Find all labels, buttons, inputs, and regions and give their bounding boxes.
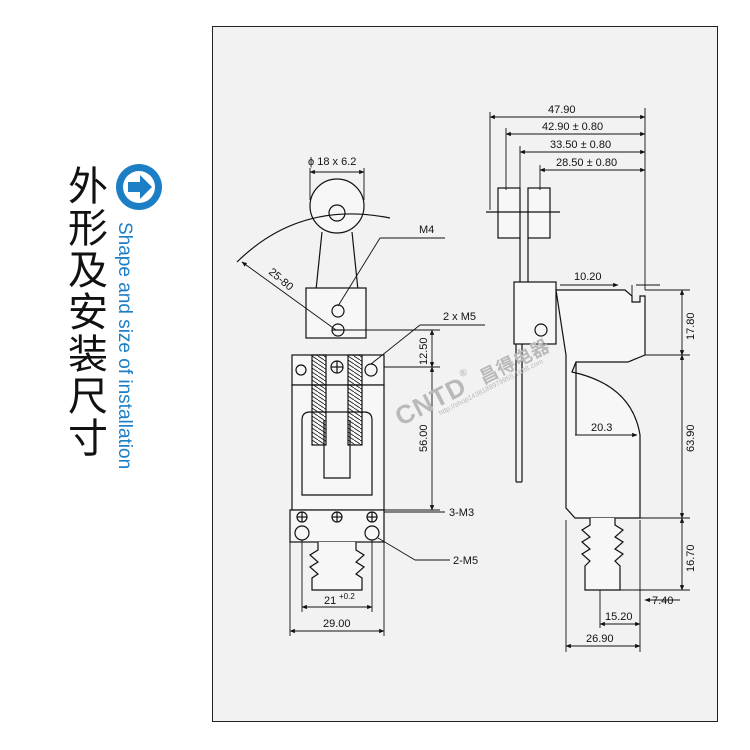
dim-29-label: 29.00 xyxy=(323,618,351,630)
dim-42-90-label: 42.90 ± 0.80 xyxy=(542,121,603,133)
roller-hub xyxy=(328,204,346,222)
front-view xyxy=(236,178,391,591)
dim-15-20-label: 15.20 xyxy=(605,611,633,623)
dim-20-3-label: 20.3 xyxy=(591,422,612,434)
top-plate xyxy=(291,354,385,386)
dim-21-tolerance: +0.2 xyxy=(339,592,355,601)
title-en-text: Shape and size of installation xyxy=(114,222,135,470)
title-cjk-text: 外形及安装尺寸 xyxy=(61,165,107,459)
dim-63-90-label: 63.90 xyxy=(685,424,697,452)
side-view xyxy=(486,187,646,591)
arc-dim-label: 25-80 xyxy=(266,266,295,293)
swing-arc xyxy=(236,213,391,263)
dim-26-90-label: 26.90 xyxy=(586,633,614,645)
m3-label: 3-M3 xyxy=(449,507,474,519)
dim-7-40-label: 7.40 xyxy=(652,595,673,607)
cable-gland xyxy=(308,542,366,591)
side-roller-right xyxy=(527,187,551,239)
m5x2-label: 2 x M5 xyxy=(443,311,476,323)
front-dimensions xyxy=(241,168,485,636)
dim-12-50-label: 12.50 xyxy=(418,337,430,365)
dim-17-80-label: 17.80 xyxy=(685,312,697,340)
side-cable-gland xyxy=(580,518,625,591)
dim-28-50-label: 28.50 ± 0.80 xyxy=(556,157,617,169)
side-lever-block xyxy=(513,281,557,345)
roller xyxy=(309,178,365,234)
lever-arm xyxy=(315,231,359,291)
roller-dim-label: ϕ 18 x 6.2 xyxy=(308,156,356,168)
dim-56-label: 56.00 xyxy=(418,424,430,452)
side-body xyxy=(555,289,646,519)
dim-47-90-label: 47.90 xyxy=(548,104,576,116)
switch-body xyxy=(291,384,385,511)
m4-label: M4 xyxy=(419,224,434,236)
m5-label: 2-M5 xyxy=(453,555,478,567)
side-roller-left xyxy=(497,187,521,239)
dim-16-70-label: 16.70 xyxy=(685,544,697,572)
section-title-cjk: 外形及安装尺寸 xyxy=(60,165,110,459)
dim-21-label: 21 xyxy=(324,595,336,607)
m4-screw xyxy=(331,304,345,318)
side-dimensions xyxy=(489,108,690,652)
dim-10-20-label: 10.20 xyxy=(574,271,602,283)
section-title-en: Shape and size of installation xyxy=(113,222,143,582)
dim-33-50-label: 33.50 ± 0.80 xyxy=(550,139,611,151)
right-arrow-circle-icon xyxy=(116,164,162,210)
